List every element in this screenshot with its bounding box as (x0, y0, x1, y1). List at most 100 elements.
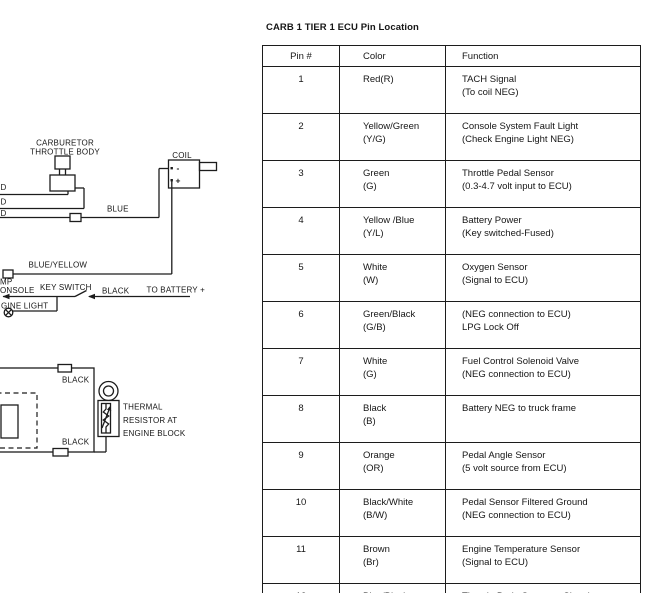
function-line1: Throttle Body Governor Signal (462, 590, 638, 593)
wire-connector (69, 212, 82, 223)
table-row: 1 Red(R) TACH Signal(To coil NEG) (262, 66, 641, 114)
pin-cell: 1 (262, 66, 340, 114)
thermal-resistor: THERMAL RESISTOR AT ENGINE BLOCK (97, 380, 186, 438)
function-line2: (Check Engine Light NEG) (462, 134, 574, 145)
function-cell: Fuel Control Solenoid Valve(NEG connecti… (445, 348, 641, 396)
black-wire-top-label: BLACK (62, 376, 90, 385)
pin-cell: 2 (262, 113, 340, 161)
carburetor-label-line1: CARBURETOR (36, 139, 94, 148)
pin-cell: 12 (262, 583, 340, 593)
table-row: 8 Black(B) Battery NEG to truck frame (262, 395, 641, 443)
pin-number: 11 (296, 544, 306, 555)
color-cell: Red(R) (339, 66, 446, 114)
blue-wire-label: BLUE (107, 205, 129, 214)
table-row: 6 Green/Black(G/B) (NEG connection to EC… (262, 301, 641, 349)
pin-cell: 10 (262, 489, 340, 537)
color-cell: Orange (OR) (339, 442, 446, 490)
function-cell: (NEG connection to ECU)LPG Lock Off (445, 301, 641, 349)
pin-number: 12 (264, 590, 339, 593)
color-name: Yellow/Green (363, 121, 420, 132)
color-name: Blue/Black (363, 590, 443, 593)
table-row: 4 Yellow /Blue(Y/L) Battery Power(Key sw… (262, 207, 641, 255)
function-line1: Oxygen Sensor (462, 262, 528, 273)
throttle-body-top-box (54, 155, 71, 170)
color-abbrev: (G) (363, 181, 377, 192)
color-abbrev: (OR) (363, 463, 384, 474)
pin-number: 6 (298, 309, 304, 320)
table-row: 5 White(W) Oxygen Sensor(Signal to ECU) (262, 254, 641, 302)
cut-label-engine-light: GINE LIGHT (1, 302, 48, 311)
function-cell: Throttle Body Governor Signal(Variable v… (445, 583, 641, 593)
function-cell: Throttle Pedal Sensor(0.3-4.7 volt input… (445, 160, 641, 208)
color-cell: Brown (Br) (339, 536, 446, 584)
color-cell: Green (G) (339, 160, 446, 208)
color-cell: White(W) (339, 254, 446, 302)
wire-connector (57, 363, 73, 373)
color-name: Orange (363, 450, 395, 461)
function-line1: TACH Signal (462, 74, 517, 85)
function-line1: Pedal Angle Sensor (462, 450, 546, 461)
pin-number: 4 (298, 215, 304, 226)
color-cell: Blue/Black(L/B) (339, 583, 446, 593)
key-switch-label: KEY SWITCH (40, 283, 92, 292)
key-switch-circuit: MP ONSOLE KEY SWITCH BLACK TO BATTERY + … (0, 278, 205, 318)
color-abbrev: (Br) (363, 557, 379, 568)
thermal-resistor-label-line1: THERMAL (123, 403, 163, 412)
coil-minus-sign: - (177, 163, 180, 173)
wire-b (0, 187, 85, 210)
function-line1: Console System Fault Light (462, 121, 579, 132)
pin-location-table: Pin # Color Function 1 Red(R) TACH Signa… (262, 45, 641, 593)
throttle-body-main-box (49, 174, 76, 192)
table-header-row: Pin # Color Function (262, 45, 641, 67)
color-abbrev: (B/W) (363, 510, 388, 521)
function-line2: (NEG connection to ECU) (462, 369, 571, 380)
color-name: Black (363, 403, 387, 414)
color-abbrev: (Y/G) (363, 134, 386, 145)
wire-blue-yellow: BLUE/YELLOW (2, 181, 173, 279)
table-row: 12 Blue/Black(L/B) Throttle Body Governo… (262, 583, 641, 593)
function-line1: (NEG connection to ECU) (462, 309, 571, 320)
table-row: 9 Orange (OR) Pedal Angle Sensor (5 volt s… (262, 442, 641, 490)
color-cell: Black/White (B/W) (339, 489, 446, 537)
function-line1: Battery Power (462, 215, 522, 226)
inner-component-box (0, 404, 19, 439)
color-cell: Green/Black(G/B) (339, 301, 446, 349)
function-cell: Oxygen Sensor (Signal to ECU) (445, 254, 641, 302)
color-name: White (363, 356, 388, 367)
function-line2: (5 volt source from ECU) (462, 463, 567, 474)
table-row: 3 Green (G) Throttle Pedal Sensor(0.3-4.7… (262, 160, 641, 208)
pin-number: 2 (298, 121, 304, 132)
pin-cell: 3 (262, 160, 340, 208)
function-line2: (0.3-4.7 volt input to ECU) (462, 181, 572, 192)
wire-a (0, 191, 69, 196)
function-cell: Battery Power (Key switched-Fused) (445, 207, 641, 255)
cut-wire-label-d2: D (1, 198, 7, 207)
pin-cell: 11 (262, 536, 340, 584)
function-line2: (Signal to ECU) (462, 275, 528, 286)
pin-cell: 7 (262, 348, 340, 396)
column-header-pin: Pin # (262, 45, 340, 67)
color-name: Black/White (363, 497, 414, 508)
color-name: Green (363, 168, 390, 179)
color-cell: White(G) (339, 348, 446, 396)
pin-cell: 8 (262, 395, 340, 443)
thermal-resistor-label-line2: RESISTOR AT (123, 416, 177, 425)
color-abbrev: (W) (363, 275, 379, 286)
pin-number: 9 (298, 450, 304, 461)
function-cell: Pedal Angle Sensor (5 volt source from EC… (445, 442, 641, 490)
coil-label: COIL (172, 151, 192, 160)
black-wire-label: BLACK (102, 287, 130, 296)
function-line2: (Signal to ECU) (462, 557, 528, 568)
cut-wire-label-d3: D (1, 209, 7, 218)
ecu-ground-block: BLACK BLACK (0, 363, 107, 457)
column-header-color: Color (339, 45, 446, 67)
function-line2: (Key switched-Fused) (462, 228, 554, 239)
coil-body (167, 159, 201, 189)
table-row: 10 Black/White(B/W) Pedal Sensor Filtere… (262, 489, 641, 537)
color-name: Green/Black (363, 309, 416, 320)
color-name: Brown (363, 544, 390, 555)
function-cell: Battery NEG to truck frame (445, 395, 641, 443)
thermistor-arrowhead (106, 406, 112, 411)
black-wire-bottom-label: BLACK (62, 438, 90, 447)
